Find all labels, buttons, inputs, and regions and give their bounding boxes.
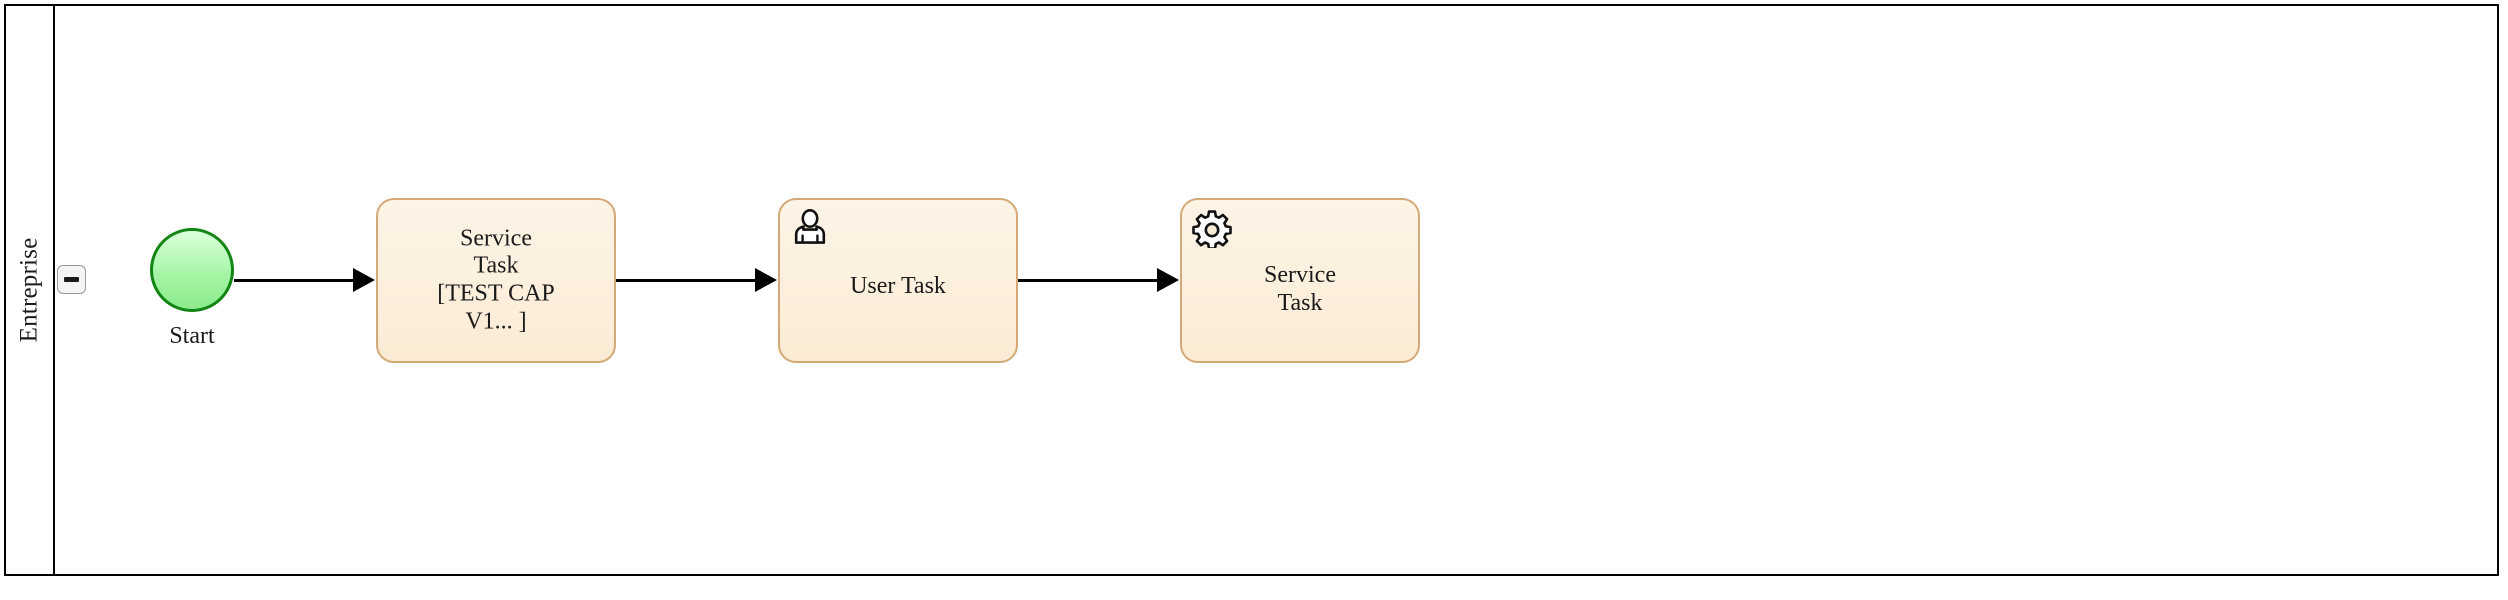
start-event[interactable] bbox=[150, 228, 234, 312]
task-label: Service Task [TEST CAP V1... ] bbox=[437, 224, 555, 335]
user-icon bbox=[790, 208, 830, 248]
lane-title: Entreprise bbox=[15, 237, 43, 343]
arrowhead-icon bbox=[1157, 268, 1179, 292]
minus-icon bbox=[64, 277, 79, 282]
task-user-task[interactable]: User Task bbox=[778, 198, 1018, 363]
task-service-task-test-cap[interactable]: Service Task [TEST CAP V1... ] bbox=[376, 198, 616, 363]
sequence-flow-task2-to-task3[interactable] bbox=[1018, 279, 1158, 282]
arrowhead-icon bbox=[353, 268, 375, 292]
pool-entreprise[interactable]: Entreprise bbox=[4, 4, 2499, 576]
lane-header[interactable]: Entreprise bbox=[6, 6, 55, 574]
arrowhead-icon bbox=[755, 268, 777, 292]
sequence-flow-start-to-task1[interactable] bbox=[234, 279, 354, 282]
gear-icon bbox=[1192, 208, 1232, 250]
start-event-label: Start bbox=[169, 323, 215, 349]
task-label: User Task bbox=[850, 273, 946, 300]
lane-collapse-button[interactable] bbox=[57, 265, 86, 294]
sequence-flow-task1-to-task2[interactable] bbox=[616, 279, 756, 282]
task-label: Service Task bbox=[1264, 262, 1336, 317]
task-service-task[interactable]: Service Task bbox=[1180, 198, 1420, 363]
